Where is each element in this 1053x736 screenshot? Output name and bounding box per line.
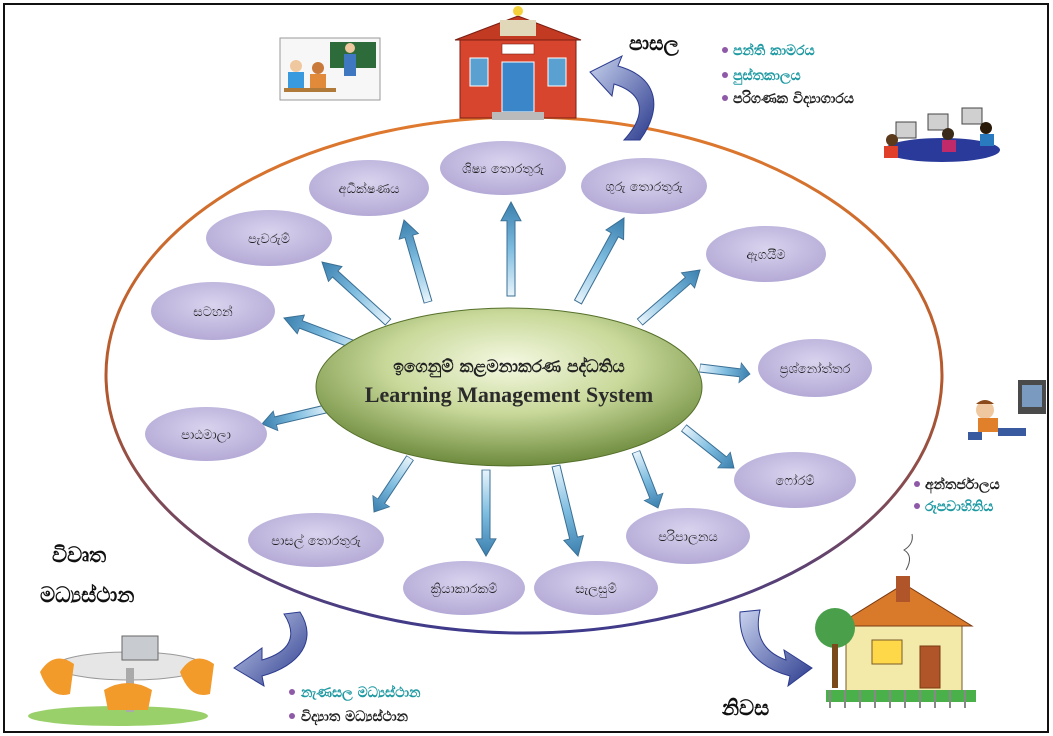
tv-child-icon (968, 380, 1046, 440)
node-label: ක්‍රියාකාරකම් (431, 582, 498, 597)
node-label: පරිපාලනය (658, 529, 718, 545)
node-aegaeem: ඇගයීම (706, 226, 826, 282)
node-saelasum: සැලසුම් (534, 561, 658, 615)
node-guru: ගුරු තොරතුරු (581, 158, 707, 214)
node-padmala: පාඨමාලා (145, 407, 267, 461)
node-paevarum: පැවරුම් (206, 210, 332, 266)
school-item-computer-lab: පරිගණක විද්‍යාගාරය (733, 90, 854, 108)
school-label: පාසල (629, 31, 680, 57)
home-curved-arrow (739, 609, 813, 688)
center-node: ඉගෙනුම් කළමනාකරණ පද්ධතිය Learning Manage… (315, 307, 703, 467)
open-centers-item-nenasala: නැණසල මධ්‍යස්ථාන (300, 684, 421, 702)
node-pasal: පාසල් තොරතුරු (248, 513, 384, 567)
table-chairs-icon (28, 635, 214, 726)
node-label: පාඨමාලා (181, 428, 231, 443)
bullet-icon (722, 47, 728, 53)
open-centers-label-line2: මධ්‍යස්ථාන (40, 583, 134, 607)
node-label: ෆෝරම් (775, 473, 814, 489)
open-centers-items: නැණසල මධ්‍යස්ථාන විද්‍යාත මධ්‍යස්ථාන (289, 684, 421, 726)
computer-lab-icon (884, 107, 1000, 162)
node-shishya: ශිෂ්‍ය තොරතුරු (440, 141, 566, 195)
open-centers-label-line1: විවෘත (52, 543, 106, 567)
home-item-internet: අන්තර්ජාලය (925, 476, 1000, 494)
node-label: පැවරුම් (248, 232, 290, 247)
node-forum: ෆෝරම් (734, 452, 856, 508)
bullet-icon (914, 481, 920, 487)
node-label: ප්‍රශ්නෝත්තර (779, 361, 850, 377)
bullet-icon (722, 72, 728, 78)
school-items: පන්ති කාමරය පුස්තකාලය පරිගණක විද්‍යාගාරය (722, 42, 854, 108)
node-label: ඇගයීම (746, 248, 785, 263)
school-curved-arrow (589, 54, 655, 141)
satellite-nodes: සටහන් පැවරුම් අධීක්ෂණය ශිෂ්‍ය තොරතුරු ගු… (145, 141, 872, 615)
classroom-icon (279, 37, 381, 101)
node-label: අධීක්ෂණය (339, 181, 400, 197)
bullet-icon (289, 713, 295, 719)
center-title-si: ඉගෙනුම් කළමනාකරණ පද්ධතිය (393, 356, 624, 378)
node-label: සැලසුම් (575, 582, 617, 597)
node-adikshanaya: අධීක්ෂණය (309, 160, 429, 216)
node-label: ශිෂ්‍ය තොරතුරු (462, 162, 544, 177)
home-item-television: රූපවාහිනිය (925, 499, 993, 515)
node-label: පාසල් තොරතුරු (271, 533, 361, 549)
bullet-icon (722, 95, 728, 101)
school-building-icon (454, 6, 582, 120)
node-label: ගුරු තොරතුරු (605, 180, 682, 195)
center-title-en: Learning Management System (365, 382, 653, 407)
home-items: අන්තර්ජාලය රූපවාහිනිය (914, 476, 1000, 515)
school-item-classroom: පන්ති කාමරය (733, 42, 815, 59)
home-label: නිවස (721, 696, 769, 720)
bullet-icon (289, 689, 295, 695)
node-sithahan: සටහන් (151, 282, 275, 340)
bullet-icon (914, 503, 920, 509)
node-kriyakarakam: ක්‍රියාකාරකම් (403, 561, 525, 615)
node-paripalanaya: පරිපාලනය (626, 508, 750, 564)
open-centers-curved-arrow (233, 611, 308, 688)
house-icon (815, 533, 976, 708)
node-prashnottara: ප්‍රශ්නෝත්තර (758, 339, 872, 397)
node-label: සටහන් (193, 304, 233, 320)
school-item-library: පුස්තකාලය (732, 67, 800, 86)
open-centers-item-vidatha: විද්‍යාත මධ්‍යස්ථාන (301, 708, 409, 726)
